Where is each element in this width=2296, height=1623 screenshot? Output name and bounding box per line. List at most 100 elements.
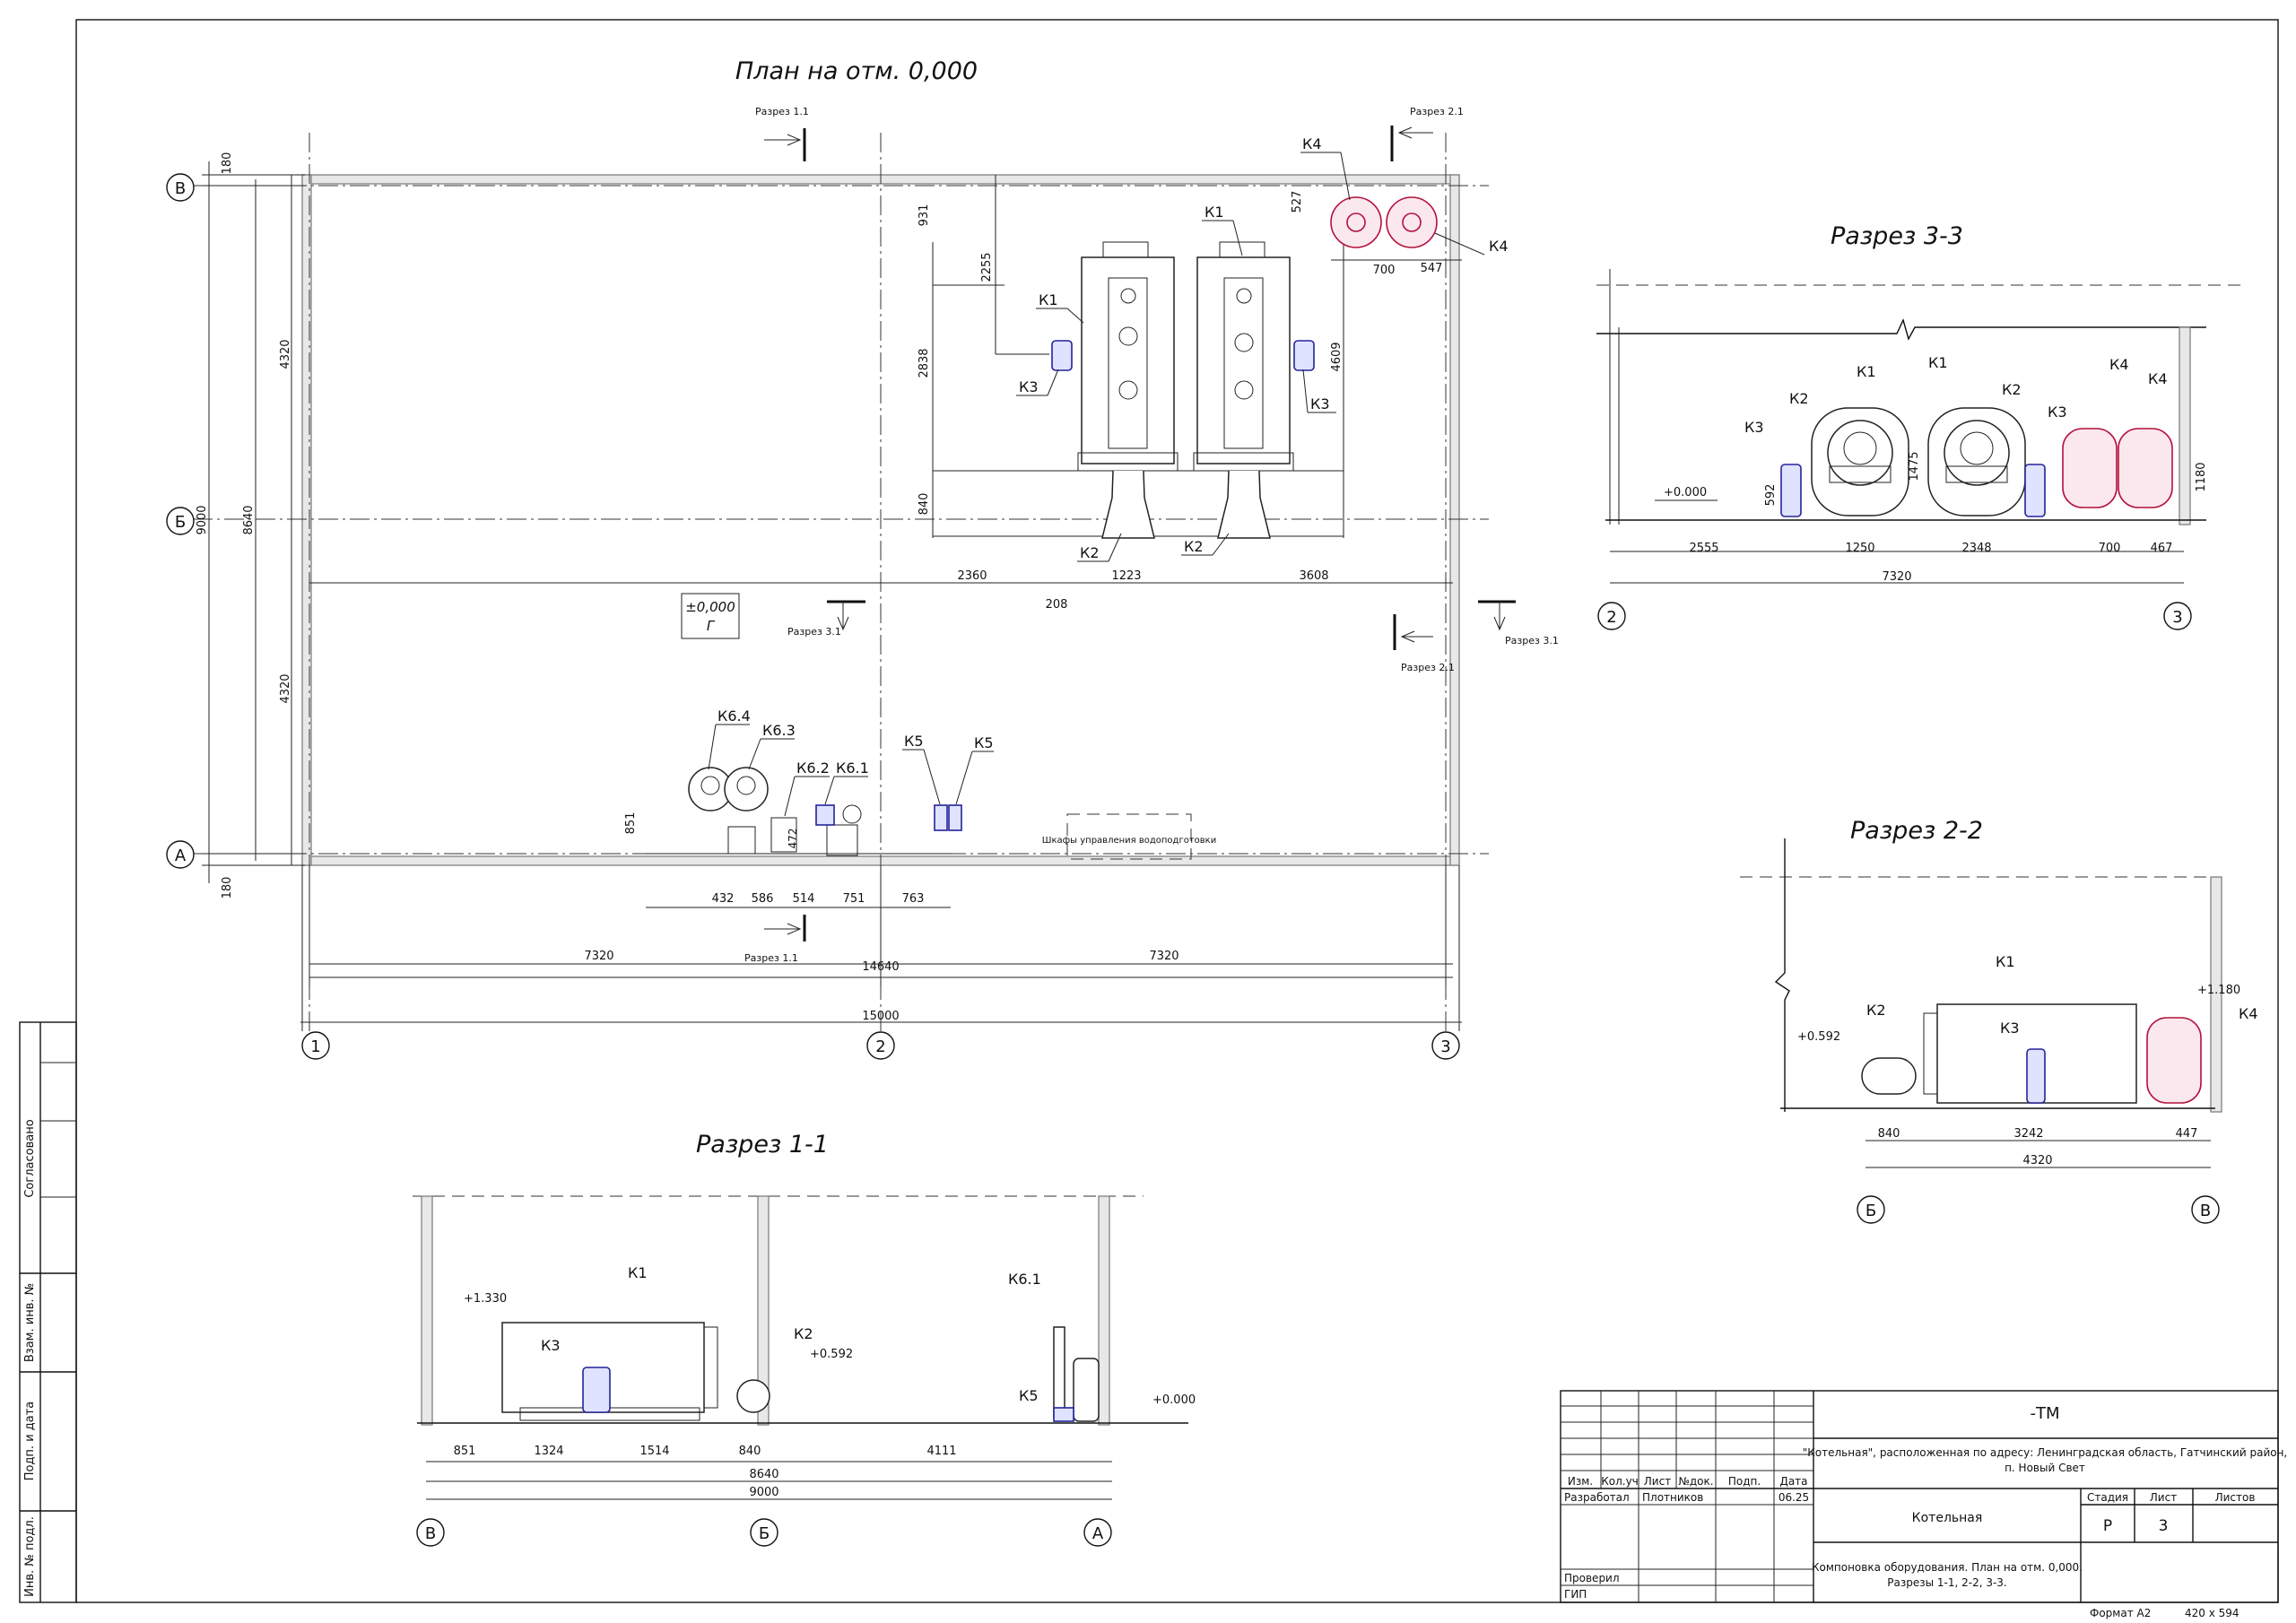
svg-text:Согласовано: Согласовано [23, 1119, 37, 1197]
svg-text:7320: 7320 [1149, 950, 1178, 963]
section-mark-1-1-top: Разрез 1.1 [755, 106, 809, 161]
svg-text:527: 527 [1291, 191, 1304, 213]
axis-bubble-3: 3 [1431, 1031, 1460, 1060]
svg-text:К1: К1 [1205, 204, 1224, 221]
svg-text:К2: К2 [2002, 381, 2022, 398]
size-label: 420 x 594 [2185, 1607, 2239, 1619]
axis-bubble-V: В [166, 173, 195, 202]
svg-text:06.25: 06.25 [1779, 1491, 1809, 1504]
svg-text:2: 2 [875, 1037, 885, 1056]
section33-title: Разрез 3-3 [1831, 222, 1963, 250]
svg-text:К3: К3 [1744, 419, 1764, 436]
svg-text:2255: 2255 [980, 252, 994, 282]
svg-text:+0.000: +0.000 [1664, 486, 1707, 499]
pump-k3-right [1293, 340, 1315, 371]
section22-title: Разрез 2-2 [1850, 817, 1983, 845]
svg-text:180: 180 [221, 877, 234, 899]
svg-text:К1: К1 [1857, 363, 1876, 380]
svg-text:Лист: Лист [2150, 1491, 2177, 1504]
svg-text:п. Новый Свет: п. Новый Свет [2005, 1462, 2085, 1474]
svg-text:1: 1 [310, 1037, 320, 1056]
svg-text:В: В [2200, 1202, 2211, 1220]
axis-bubble-A: А [166, 840, 195, 869]
svg-text:К6.2: К6.2 [796, 759, 830, 777]
title-block: Изм. Кол.уч Лист №док. Подп. Дата Разраб… [1560, 1390, 2288, 1603]
plan-left-dims: 180 4320 4320 9000 8640 180 [196, 152, 305, 899]
svg-text:К4: К4 [2239, 1005, 2258, 1022]
svg-text:Котельная: Котельная [1912, 1511, 1983, 1525]
svg-text:1514: 1514 [639, 1445, 669, 1458]
svg-text:Плотников: Плотников [1642, 1491, 1703, 1504]
svg-text:Лист: Лист [1644, 1475, 1671, 1488]
svg-text:2360: 2360 [957, 569, 987, 583]
svg-text:±0,000: ±0,000 [685, 599, 735, 615]
svg-text:2: 2 [1606, 608, 1616, 627]
svg-text:467: 467 [2151, 542, 2173, 555]
plan-axes [193, 133, 1489, 1031]
svg-text:+1.180: +1.180 [2197, 984, 2240, 997]
s33-bubble-2: 2 [1597, 602, 1626, 630]
svg-text:Стадия: Стадия [2087, 1491, 2128, 1504]
format-label: Формат А2 [2090, 1607, 2151, 1619]
svg-text:Разрез 3.1: Разрез 3.1 [1505, 635, 1559, 647]
svg-text:+0.000: +0.000 [1152, 1393, 1196, 1407]
svg-text:Разрез 1.1: Разрез 1.1 [744, 952, 798, 964]
svg-text:14640: 14640 [862, 960, 899, 974]
svg-text:Шкафы управления водоподготовк: Шкафы управления водоподготовки [1042, 836, 1216, 846]
svg-text:+1.330: +1.330 [464, 1292, 507, 1306]
svg-text:Разрезы 1-1, 2-2, 3-3.: Разрезы 1-1, 2-2, 3-3. [1887, 1576, 2007, 1589]
svg-text:К3: К3 [2048, 404, 2067, 421]
svg-text:586: 586 [752, 892, 774, 906]
svg-text:547: 547 [1421, 262, 1443, 275]
section11-drawing: +1.330 +0.592 +0.000 851 1324 1514 840 4… [413, 1195, 1196, 1500]
svg-text:К2: К2 [1184, 538, 1204, 555]
svg-text:1475: 1475 [1908, 451, 1921, 481]
svg-text:8640: 8640 [242, 505, 256, 534]
svg-text:К2: К2 [794, 1325, 813, 1342]
svg-text:К3: К3 [2000, 1020, 2020, 1037]
svg-text:3608: 3608 [1299, 569, 1328, 583]
svg-text:Листов: Листов [2215, 1491, 2256, 1504]
svg-text:Взам. инв. №: Взам. инв. № [23, 1283, 37, 1362]
svg-text:851: 851 [454, 1445, 476, 1458]
svg-text:К4: К4 [1302, 135, 1322, 152]
svg-text:ГИП: ГИП [1564, 1588, 1587, 1601]
svg-text:№док.: №док. [1678, 1475, 1713, 1488]
svg-text:840: 840 [739, 1445, 761, 1458]
svg-text:К1: К1 [1039, 291, 1058, 308]
svg-text:4320: 4320 [279, 339, 292, 369]
svg-text:К6.1: К6.1 [1008, 1271, 1041, 1288]
section-mark-3-1-left: Разрез 3.1 [787, 600, 865, 638]
svg-text:3: 3 [2172, 608, 2182, 627]
section33-drawing: +0.000 592 1475 1180 2555 1250 2348 700 … [1596, 269, 2247, 584]
svg-text:4111: 4111 [926, 1445, 956, 1458]
svg-text:1250: 1250 [1845, 542, 1874, 555]
svg-text:3: 3 [1440, 1037, 1450, 1056]
svg-text:Разрез 2.1: Разрез 2.1 [1401, 662, 1455, 673]
section22-drawing: +0.592 +1.180 840 3242 447 4320 К1 К2 К3… [1740, 838, 2258, 1168]
svg-text:2838: 2838 [918, 348, 931, 378]
svg-text:В: В [425, 1524, 436, 1543]
svg-text:15000: 15000 [862, 1010, 899, 1023]
s22-bubble-V: В [2191, 1195, 2220, 1224]
svg-text:К4: К4 [1489, 238, 1509, 255]
svg-text:592: 592 [1764, 484, 1778, 507]
svg-text:"Котельная", расположенная по: "Котельная", расположенная по адресу: Ле… [1803, 1446, 2288, 1459]
svg-text:К5: К5 [904, 733, 924, 750]
svg-text:К2: К2 [1080, 544, 1100, 561]
axis-bubble-2: 2 [866, 1031, 895, 1060]
svg-text:К3: К3 [541, 1337, 561, 1354]
svg-text:Дата: Дата [1779, 1475, 1807, 1488]
svg-text:К1: К1 [628, 1264, 648, 1281]
svg-text:К2: К2 [1789, 390, 1809, 407]
svg-text:180: 180 [221, 152, 234, 175]
svg-text:Подп.: Подп. [1728, 1475, 1761, 1488]
svg-text:9000: 9000 [196, 505, 209, 534]
svg-text:+0.592: +0.592 [810, 1348, 853, 1361]
svg-text:А: А [175, 846, 187, 865]
section-mark-3-1-right: Разрез 3.1 [1478, 600, 1559, 647]
svg-text:1324: 1324 [534, 1445, 563, 1458]
svg-text:7320: 7320 [1882, 570, 1911, 584]
plan-mid-dims: 2360 1223 3608 208 [309, 569, 1453, 612]
svg-text:1223: 1223 [1111, 569, 1141, 583]
